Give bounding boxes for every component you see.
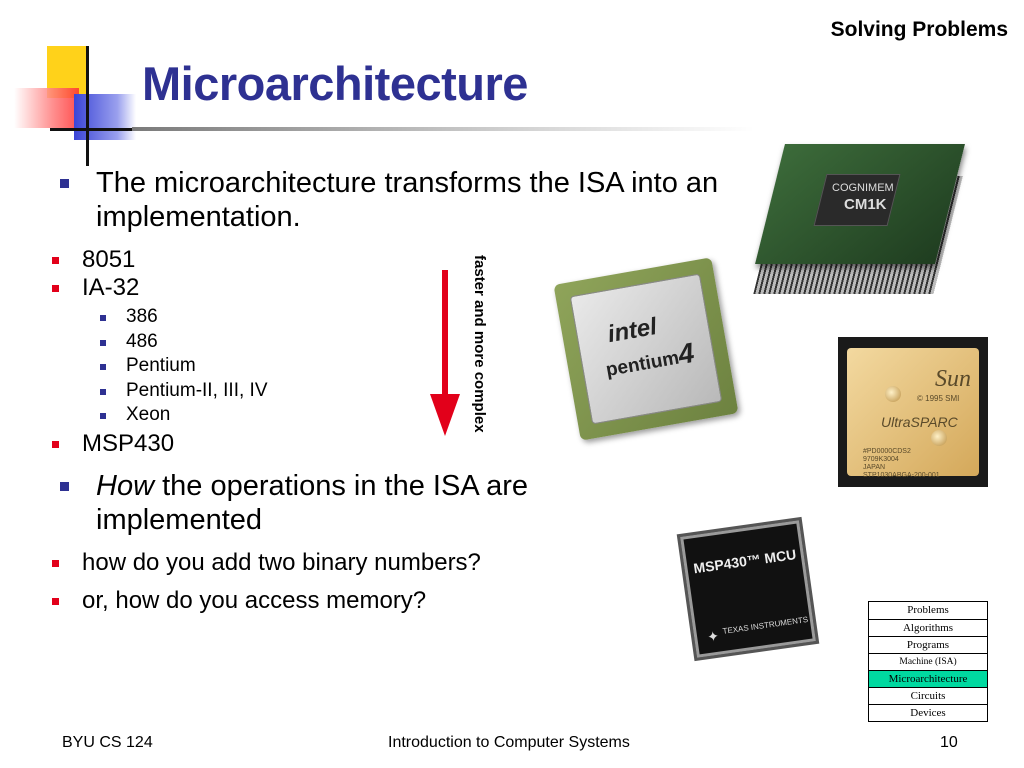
bullet-marker: [100, 364, 106, 370]
arrow-label-container: faster and more complex: [471, 255, 491, 450]
sub-sub-bullet-text: Pentium: [126, 355, 196, 376]
bullet-marker: [100, 315, 106, 321]
bullet-text: the operations in the ISA are implemente…: [96, 470, 529, 536]
footer-title: Introduction to Computer Systems: [388, 734, 630, 751]
cm1k-chip-image: COGNIMEM CM1K: [753, 136, 965, 296]
bullet-list: How the operations in the ISA are implem…: [60, 469, 660, 537]
capacitor-icon: [885, 386, 901, 402]
bullet-marker: [52, 257, 59, 264]
bullet-text: The microarchitecture transforms the ISA…: [96, 167, 719, 233]
sub-sub-bullet-list: 386 486 Pentium Pentium-II, III, IV Xeon: [0, 305, 680, 428]
sub-bullet-item: how do you add two binary numbers?: [0, 549, 680, 577]
bullet-marker: [52, 285, 59, 292]
sub-sub-bullet-item: 486: [0, 330, 680, 355]
chip-maker: Sun: [935, 366, 971, 392]
sub-bullet-text: IA-32: [82, 274, 140, 301]
chip-maker: COGNIMEM: [832, 182, 894, 194]
ti-logo-icon: ✦: [706, 627, 721, 646]
page-number: 10: [940, 734, 958, 751]
stack-row: Circuits: [869, 687, 987, 704]
sub-sub-bullet-item: Pentium-II, III, IV: [0, 379, 680, 404]
bullet-marker: [60, 482, 69, 491]
stack-row: Programs: [869, 636, 987, 653]
bullet-marker: [52, 560, 59, 567]
stack-row: Devices: [869, 704, 987, 721]
sub-bullet-item: MSP430: [0, 430, 680, 458]
sub-sub-bullet-item: Xeon: [0, 403, 680, 428]
capacitor-icon: [931, 430, 947, 446]
bullet-list: The microarchitecture transforms the ISA…: [60, 166, 740, 234]
bullet-marker: [52, 441, 59, 448]
sub-bullet-text: 8051: [82, 246, 136, 273]
section-header: Solving Problems: [830, 18, 1008, 41]
sub-sub-bullet-text: Pentium-II, III, IV: [126, 379, 268, 401]
sub-bullet-item: or, how do you access memory?: [0, 587, 680, 615]
pentium4-chip-image: intel pentium 4: [553, 257, 739, 441]
decor-vertical-line: [86, 46, 89, 166]
sub-bullet-text: how do you add two binary numbers?: [82, 549, 481, 576]
sub-sub-bullet-text: 386: [126, 306, 158, 327]
stack-row: Algorithms: [869, 619, 987, 636]
chip-lid: intel pentium 4: [569, 273, 723, 425]
chip-lid: Sun © 1995 SMI UltraSPARC #PD0000CDS2 97…: [847, 348, 979, 479]
sub-bullet-text: MSP430: [82, 430, 175, 457]
down-arrow-icon: [430, 270, 460, 436]
arrow-label: faster and more complex: [471, 255, 488, 433]
ultrasparc-chip-image: Sun © 1995 SMI UltraSPARC #PD0000CDS2 97…: [838, 337, 988, 487]
stack-row-highlighted: Microarchitecture: [869, 670, 987, 687]
sub-sub-bullet-text: Xeon: [126, 404, 171, 425]
sub-bullet-item: IA-32: [0, 274, 680, 302]
sub-bullet-item: 8051: [0, 246, 680, 274]
chip-name: MSP430™ MCU: [692, 546, 798, 577]
decor-blue-block: [74, 94, 136, 140]
msp430-chip-image: MSP430™ MCU ✦ TEXAS INSTRUMENTS: [680, 520, 816, 658]
chip-maker: TEXAS INSTRUMENTS: [722, 614, 809, 636]
bullet-marker: [52, 598, 59, 605]
sub-sub-bullet-item: Pentium: [0, 354, 680, 379]
stack-row: Machine (ISA): [869, 653, 987, 670]
bullet-item: How the operations in the ISA are implem…: [60, 469, 660, 537]
title-underline: [132, 127, 754, 131]
bullet-marker: [100, 339, 106, 346]
sub-bullet-list: MSP430: [0, 430, 680, 458]
chip-markings: #PD0000CDS2 9709K3004 JAPAN STP1030ABGA-…: [863, 448, 940, 479]
bullet-marker: [100, 388, 106, 395]
abstraction-stack: Problems Algorithms Programs Machine (IS…: [868, 601, 988, 722]
chip-model: CM1K: [844, 196, 887, 213]
chip-copyright: © 1995 SMI: [917, 394, 960, 403]
emphasis-text: How: [96, 470, 155, 502]
bullet-item: The microarchitecture transforms the ISA…: [60, 166, 740, 234]
sub-bullet-text: or, how do you access memory?: [82, 587, 427, 614]
decor-horizontal-line: [50, 128, 132, 131]
chip-name: pentium: [604, 347, 681, 382]
sub-sub-bullet-text: 486: [126, 330, 158, 352]
stack-row: Problems: [907, 604, 949, 616]
sub-bullet-list: 8051 IA-32: [0, 246, 680, 302]
sub-sub-bullet-item: 386: [0, 305, 680, 330]
chip-name: UltraSPARC: [881, 414, 958, 430]
footer-course: BYU CS 124: [62, 734, 153, 751]
decor-red-block: [14, 88, 79, 128]
bullet-marker: [60, 179, 69, 188]
slide-title: Microarchitecture: [142, 57, 528, 110]
bullet-marker: [100, 413, 106, 419]
sub-bullet-list: how do you add two binary numbers? or, h…: [0, 549, 680, 615]
chip-brand: intel: [605, 313, 659, 349]
